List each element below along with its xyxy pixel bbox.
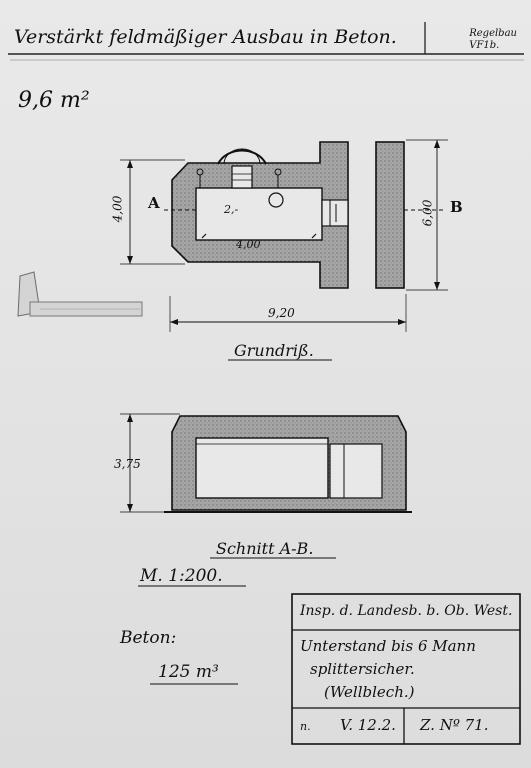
plan-caption: Grundriß.: [234, 341, 314, 360]
title-block-authority: Insp. d. Landesb. b. Ob. West.: [300, 603, 513, 619]
section-entrance: [329, 443, 383, 499]
title-block-description-1: Unterstand bis 6 Mann: [300, 637, 476, 655]
title-block-description-2: splittersicher.: [310, 660, 415, 678]
plan-wall-side: [375, 141, 405, 289]
dim-room-width: 2,-: [224, 203, 239, 216]
concrete-label: Beton:: [120, 628, 177, 648]
section-label-b: B: [450, 198, 463, 216]
drawing-title: Verstärkt feldmäßiger Ausbau in Beton.: [14, 26, 397, 48]
dim-plan-height: 4,00: [110, 195, 125, 223]
section-caption: Schnitt A-B.: [216, 539, 314, 558]
margin-sketch: [17, 271, 143, 317]
title-block-drawing-number: Z. Nº 71.: [420, 716, 489, 734]
dim-plan-outer-height: 6,00: [420, 199, 435, 227]
plan-room: [195, 187, 323, 241]
dim-room-length: 4,00: [236, 238, 261, 251]
title-block-date-prefix: n.: [300, 720, 311, 733]
section-room: [195, 437, 329, 499]
plan-vent-arch: [217, 149, 267, 165]
title-block-description-3: (Wellblech.): [324, 683, 415, 701]
dim-section-height: 3,75: [114, 457, 141, 471]
area-note: 9,6 m²: [18, 88, 90, 113]
plan-entrance: [321, 199, 349, 227]
scale-note: M. 1:200.: [140, 566, 223, 586]
dim-plan-length: 9,20: [268, 306, 295, 320]
concrete-volume: 125 m³: [158, 662, 219, 682]
floor-plan: [120, 139, 448, 332]
regelbau-label: Regelbau VF1b.: [469, 28, 517, 52]
regelbau-line-1: Regelbau: [469, 28, 517, 39]
plan-stove: [268, 192, 284, 208]
title-block-date: V. 12.2.: [340, 716, 396, 734]
regelbau-line-2: VF1b.: [469, 40, 500, 51]
title-block-frame: [291, 593, 521, 745]
section-view: [120, 413, 412, 513]
section-label-a: A: [148, 194, 160, 212]
